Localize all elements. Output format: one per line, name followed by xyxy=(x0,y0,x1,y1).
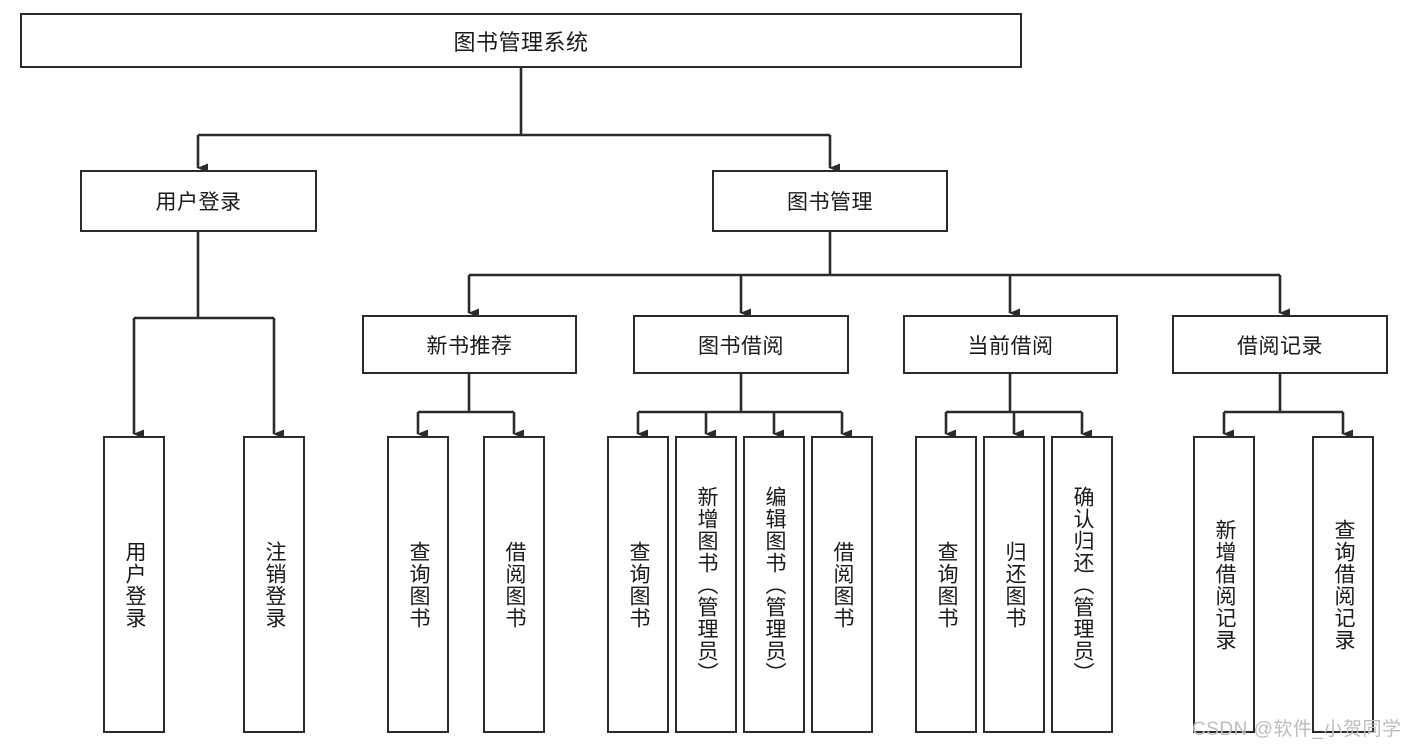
node-leaf-user-login-label: 用户登录 xyxy=(123,540,147,629)
node-leaf-borrow-book-rec[interactable]: 借阅图书 xyxy=(483,436,545,733)
node-leaf-query-record-label: 查询借阅记录 xyxy=(1332,518,1356,651)
node-leaf-return-book-label: 归还图书 xyxy=(1003,540,1027,629)
node-leaf-edit-book-label: 编辑图书（管理员） xyxy=(763,485,787,684)
node-root-label: 图书管理系统 xyxy=(453,29,589,55)
node-new-book-recommend[interactable]: 新书推荐 xyxy=(362,315,577,374)
node-leaf-add-book-label: 新增图书（管理员） xyxy=(695,485,719,684)
node-borrow-record[interactable]: 借阅记录 xyxy=(1172,315,1388,374)
node-leaf-query-book-cb[interactable]: 查询图书 xyxy=(915,436,977,733)
node-leaf-borrow-book-bb[interactable]: 借阅图书 xyxy=(811,436,873,733)
node-book-manage-label: 图书管理 xyxy=(787,191,873,214)
node-new-book-recommend-label: 新书推荐 xyxy=(426,334,513,358)
watermark: CSDN @软件_小贺同学 xyxy=(1192,719,1402,740)
node-leaf-query-book-rec-label: 查询图书 xyxy=(407,540,431,629)
node-leaf-add-book[interactable]: 新增图书（管理员） xyxy=(675,436,737,733)
node-leaf-add-record-label: 新增借阅记录 xyxy=(1213,518,1237,651)
node-current-borrow[interactable]: 当前借阅 xyxy=(903,315,1118,374)
node-root[interactable]: 图书管理系统 xyxy=(20,13,1022,68)
node-leaf-confirm-return-label: 确认归还（管理员） xyxy=(1071,485,1095,684)
node-leaf-query-record[interactable]: 查询借阅记录 xyxy=(1312,436,1374,733)
node-book-manage[interactable]: 图书管理 xyxy=(712,170,948,232)
node-user-login[interactable]: 用户登录 xyxy=(80,170,317,232)
node-user-login-label: 用户登录 xyxy=(155,191,242,214)
node-leaf-user-logout-label: 注销登录 xyxy=(263,540,287,629)
node-leaf-return-book[interactable]: 归还图书 xyxy=(983,436,1045,733)
node-book-borrow-label: 图书借阅 xyxy=(698,334,784,358)
node-leaf-edit-book[interactable]: 编辑图书（管理员） xyxy=(743,436,805,733)
node-leaf-query-book-bb-label: 查询图书 xyxy=(627,540,651,629)
node-leaf-user-login[interactable]: 用户登录 xyxy=(103,436,165,733)
node-current-borrow-label: 当前借阅 xyxy=(967,334,1054,358)
node-leaf-query-book-bb[interactable]: 查询图书 xyxy=(607,436,669,733)
node-leaf-query-book-rec[interactable]: 查询图书 xyxy=(387,436,449,733)
node-book-borrow[interactable]: 图书借阅 xyxy=(633,315,849,374)
node-leaf-confirm-return[interactable]: 确认归还（管理员） xyxy=(1051,436,1113,733)
node-leaf-borrow-book-rec-label: 借阅图书 xyxy=(503,540,527,629)
node-leaf-query-book-cb-label: 查询图书 xyxy=(935,540,959,629)
node-leaf-user-logout[interactable]: 注销登录 xyxy=(243,436,305,733)
node-leaf-borrow-book-bb-label: 借阅图书 xyxy=(831,540,855,629)
node-borrow-record-label: 借阅记录 xyxy=(1237,334,1323,358)
node-leaf-add-record[interactable]: 新增借阅记录 xyxy=(1193,436,1255,733)
